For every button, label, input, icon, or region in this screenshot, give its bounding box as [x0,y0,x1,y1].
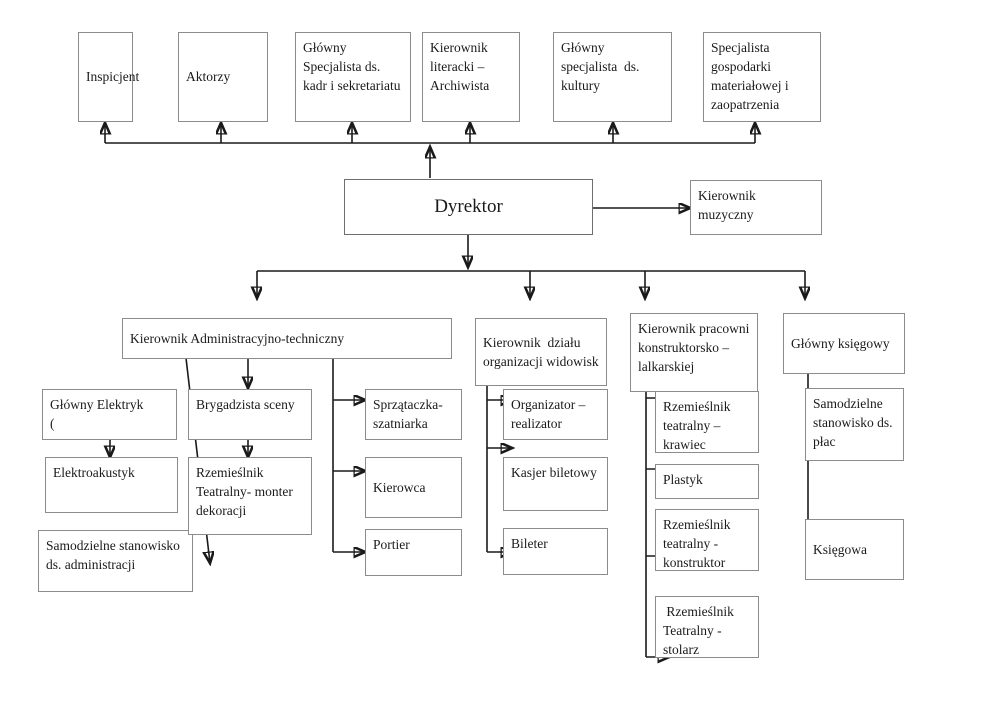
node-inspicjent[interactable]: Inspicjent [78,32,139,122]
node-kasjer-biletowy[interactable]: Kasjer biletowy [503,457,608,511]
node-glowny-ksiegowy[interactable]: Główny księgowy [783,313,905,374]
link-dyrektor-to-lower-bus [257,235,805,298]
node-aktorzy[interactable]: Aktorzy [178,32,268,122]
node-kierownik-administracyjno-techniczny[interactable]: Kierownik Administracyjno-techniczny [122,318,452,359]
node-sprzataczka-szatniarka[interactable]: Sprzątaczka-szatniarka [365,389,462,440]
node-glowny-specjalista-kultury[interactable]: Główny specjalista ds. kultury [553,32,672,122]
node-plastyk[interactable]: Plastyk [655,464,759,499]
node-bileter[interactable]: Bileter [503,528,608,575]
node-kierownik-dzialu-organizacji-widowisk[interactable]: Kierownik działu organizacji widowisk [475,318,607,386]
node-ksiegowa[interactable]: Księgowa [805,519,904,580]
node-samodzielne-stanowisko-administracji[interactable]: Samodzielne stanowisko ds. administracji [38,530,193,592]
node-elektroakustyk[interactable]: Elektroakustyk [45,457,178,513]
node-kierownik-literacki[interactable]: Kierownik literacki – Archiwista [422,32,520,122]
node-rzemieslnik-teatralny-konstruktor[interactable]: Rzemieślnik teatralny - konstruktor [655,509,759,571]
node-portier[interactable]: Portier [365,529,462,576]
node-rzemieslnik-teatralny-monter-dekoracji[interactable]: Rzemieślnik Teatralny- monter dekoracji [188,457,312,535]
node-brygadzista-sceny[interactable]: Brygadzista sceny [188,389,312,440]
node-glowny-specjalista-kadr[interactable]: Główny Specjalista ds. kadr i sekretaria… [295,32,411,122]
node-dyrektor[interactable]: Dyrektor [344,179,593,235]
node-kierowca[interactable]: Kierowca [365,457,462,518]
node-kierownik-pracowni-konstruktorsko-lalkarskiej[interactable]: Kierownik pracowni konstruktorsko – lalk… [630,313,758,392]
node-rzemieslnik-teatralny-krawiec[interactable]: Rzemieślnik teatralny – krawiec [655,391,759,453]
node-organizator-realizator[interactable]: Organizator – realizator [503,389,608,440]
node-samodzielne-stanowisko-plac[interactable]: Samodzielne stanowisko ds. płac [805,388,904,461]
node-glowny-elektryk[interactable]: Główny Elektryk ( [42,389,177,440]
node-rzemieslnik-teatralny-stolarz[interactable]: Rzemieślnik Teatralny - stolarz [655,596,759,658]
link-admin-spine-right [332,358,365,552]
link-dyrektor-to-top-bus [105,123,755,178]
node-specjalista-gospodarki[interactable]: Specjalista gospodarki materiałowej i za… [703,32,821,122]
node-kierownik-muzyczny[interactable]: Kierownik muzyczny [690,180,822,235]
